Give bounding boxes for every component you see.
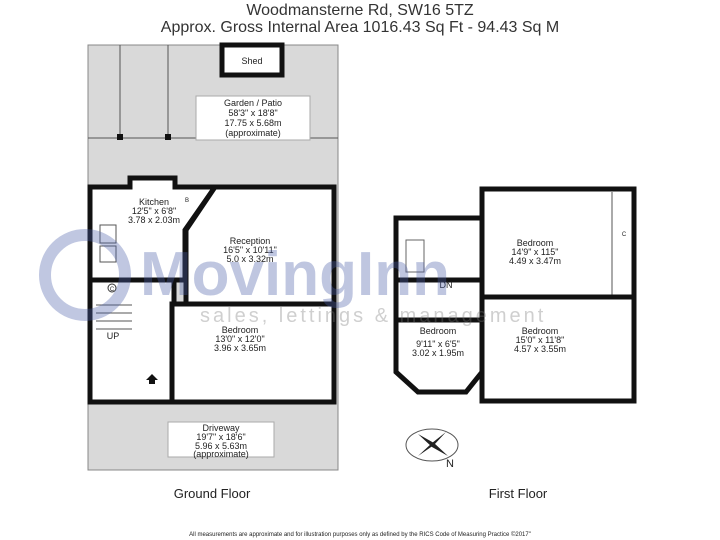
stairs-up-label: UP [107,331,120,341]
bedroom-small-imperial: 9'11" x 6'5" [416,339,460,349]
bedroom-name: Bedroom [222,325,259,335]
cupboard-label: C [622,232,627,238]
garden-imperial: 58'3" x 18'8" [228,108,277,118]
watermark-brand: MovingInn [140,240,450,309]
kitchen-metric: 3.78 x 2.03m [128,215,180,225]
bedroom-front-metric: 4.57 x 3.55m [514,344,566,354]
ground-floor-label: Ground Floor [174,486,251,501]
ground-floor: Shed Garden / Patio 58'3" x 18'8" 17.75 … [87,42,339,501]
kitchen-name: Kitchen [139,197,169,207]
bedroom-small-name: Bedroom [420,326,457,336]
driveway-imperial: 19'7" x 18'6" [196,432,245,442]
driveway-metric: 5.96 x 5.63m [195,441,247,451]
watermark: MovingInn sales, lettings & management [39,229,546,327]
first-floor-label: First Floor [489,486,548,501]
shed-label: Shed [241,56,262,66]
cupboard-label: C [110,287,115,293]
driveway-name: Driveway [202,423,240,433]
garden-metric: 17.75 x 5.68m [224,118,281,128]
kitchen-imperial: 12'5" x 6'8" [132,206,176,216]
address-title: Woodmansterne Rd, SW16 5TZ [246,2,474,19]
first-floor: Bedroom 14'9" x 115" 4.49 x 3.47m C DN B… [393,186,637,501]
compass-icon: N [405,428,459,470]
hallway [87,277,177,405]
bedroom-small-metric: 3.02 x 1.95m [412,348,464,358]
disclaimer: All measurements are approximate and for… [189,531,531,538]
reception-metric: 5.0 x 3.32m [226,254,273,264]
entrance-arrow-icon [146,374,158,384]
bedroom-front-name: Bedroom [522,326,559,336]
bedroom-imperial: 13'0" x 12'0" [215,334,264,344]
bedroom-metric: 3.96 x 3.65m [214,343,266,353]
garden-note: (approximate) [225,128,281,138]
bedroom-rear [479,186,637,300]
bedroom-front [479,294,637,404]
garden-name: Garden / Patio [224,98,282,108]
stairs-down-label: DN [440,280,453,290]
bedroom-rear-name: Bedroom [517,238,554,248]
bedroom [169,301,337,405]
shed [219,42,285,78]
watermark-tagline: sales, lettings & management [200,305,546,327]
boiler-badge: B [185,198,189,204]
bedroom-front-imperial: 15'0" x 11'8" [516,335,565,345]
reception-imperial: 16'5" x 10'11" [223,245,277,255]
bedroom-rear-metric: 4.49 x 3.47m [509,256,561,266]
area-subtitle: Approx. Gross Internal Area 1016.43 Sq F… [161,19,559,36]
bedroom-rear-imperial: 14'9" x 115" [512,247,559,257]
driveway-note: (approximate) [193,449,249,459]
reception-name: Reception [230,236,271,246]
north-label: N [446,458,454,470]
